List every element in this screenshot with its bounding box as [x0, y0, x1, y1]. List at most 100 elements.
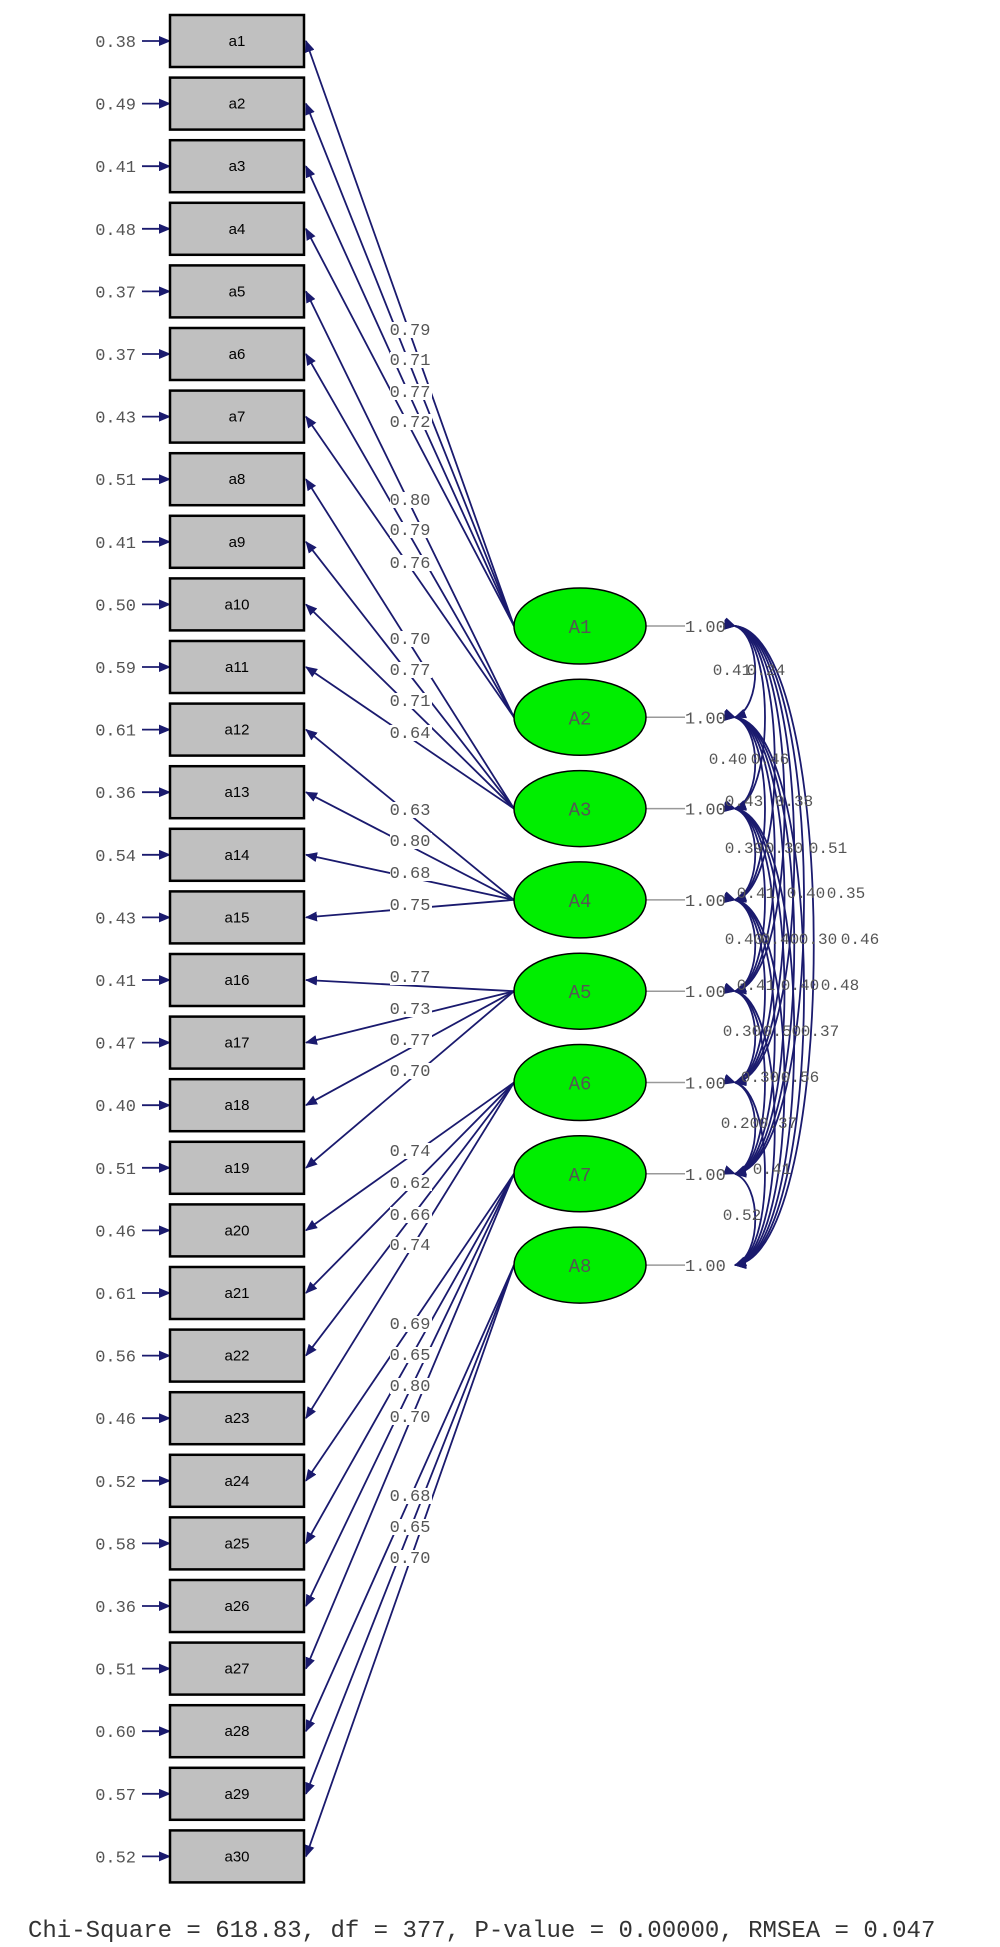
loading-value-A7-a26: 0.80 [390, 1378, 431, 1397]
indicator-label-a23: a23 [224, 1410, 249, 1427]
indicator-box-a13 [168, 764, 306, 820]
loading-label-bg [390, 414, 432, 430]
latent-label-A7: A7 [569, 1165, 592, 1187]
covariance-arc-A1-A5 [723, 619, 786, 995]
loading-label-bg [390, 1175, 432, 1191]
covariance-value: 0.48 [821, 977, 859, 995]
loading-value-A8-a29: 0.65 [390, 1519, 431, 1538]
covariance-arc-A6-A8 [723, 1074, 766, 1268]
indicator-box-a9 [168, 514, 306, 570]
loading-value-A7-a27: 0.70 [390, 1409, 431, 1428]
loading-label-bg [390, 522, 432, 538]
error-variance-a21: 0.61 [95, 1286, 136, 1305]
indicator-label-a29: a29 [224, 1786, 249, 1803]
covariance-value: 0.41 [737, 977, 775, 995]
indicator-box-a18 [168, 1077, 306, 1133]
loading-label-bg [390, 1143, 432, 1159]
covariance-arc-A5-A8 [723, 984, 776, 1268]
error-variance-a24: 0.52 [95, 1474, 136, 1493]
indicator-label-a3: a3 [229, 158, 246, 175]
covariance-value: 0.46 [751, 751, 789, 769]
loading-label-bg [390, 662, 432, 678]
indicator-label-a6: a6 [229, 346, 246, 363]
indicator-label-a19: a19 [224, 1160, 249, 1177]
covariance-arc-A3-A7 [723, 801, 786, 1178]
error-variance-a23: 0.46 [95, 1411, 136, 1430]
indicator-label-a5: a5 [229, 283, 246, 300]
loading-value-A4-a13: 0.80 [390, 833, 431, 852]
error-variance-a11: 0.59 [95, 660, 136, 679]
latent-factor-A4 [513, 861, 647, 939]
indicator-box-a11 [168, 639, 306, 695]
covariance-value: 0.56 [781, 1069, 819, 1087]
loading-label-bg [390, 802, 432, 818]
covariance-arc-A4-A8 [723, 893, 786, 1269]
loading-value-A8-a28: 0.68 [390, 1488, 431, 1507]
covariance-arc-A2-A5 [723, 710, 776, 995]
indicator-box-a26 [168, 1578, 306, 1634]
indicator-label-a18: a18 [224, 1097, 249, 1114]
loading-value-A6-a20: 0.74 [390, 1143, 431, 1162]
covariance-arc-A7-A8 [722, 1165, 757, 1266]
latent-label-A1: A1 [569, 617, 592, 639]
loading-value-A5-a16: 0.77 [390, 969, 431, 988]
covariance-value: 0.39 [725, 840, 763, 858]
loading-value-A2-a5: 0.80 [390, 492, 431, 511]
latent-factor-A8 [513, 1226, 647, 1304]
covariance-value: 0.37 [759, 1115, 797, 1133]
covariance-arc-A2-A6 [723, 710, 786, 1086]
covariance-value: 0.41 [753, 1161, 791, 1179]
error-variance-a10: 0.50 [95, 597, 136, 616]
loading-label-bg [390, 492, 432, 508]
covariance-arc-A4-A7 [723, 892, 776, 1177]
latent-variance-A5: 1.00 [685, 984, 726, 1003]
covariance-value: 0.30 [741, 1069, 779, 1087]
indicator-box-a24 [168, 1453, 306, 1509]
error-variance-a17: 0.47 [95, 1036, 136, 1055]
loading-value-A2-a7: 0.76 [390, 555, 431, 574]
covariance-value: 0.43 [725, 793, 763, 811]
indicator-box-a2 [168, 76, 306, 131]
indicator-label-a27: a27 [224, 1661, 249, 1678]
error-variance-a22: 0.56 [95, 1349, 136, 1368]
loading-label-bg [390, 969, 432, 985]
loading-label-bg [390, 1550, 432, 1566]
latent-label-A6: A6 [569, 1074, 592, 1096]
indicator-box-a27 [168, 1641, 306, 1696]
error-variance-a4: 0.48 [95, 222, 136, 241]
indicator-box-a16 [168, 952, 306, 1008]
loading-label-bg [390, 352, 432, 368]
loading-path-A5-a19 [305, 990, 515, 1169]
error-variance-a30: 0.52 [95, 1849, 136, 1868]
loading-value-A6-a22: 0.66 [390, 1207, 431, 1226]
loading-path-A5-a18 [305, 990, 515, 1106]
indicator-box-a17 [168, 1015, 306, 1070]
error-variance-a29: 0.57 [95, 1787, 136, 1806]
indicator-label-a26: a26 [224, 1598, 249, 1615]
latent-factor-A2 [513, 678, 647, 757]
latent-factor-A3 [513, 769, 647, 848]
covariance-arc-A3-A6 [723, 801, 776, 1086]
error-variance-a12: 0.61 [95, 723, 136, 742]
indicator-box-a8 [168, 451, 306, 507]
latent-variance-A2: 1.00 [685, 710, 726, 729]
covariance-value: 0.40 [725, 931, 763, 949]
loading-label-bg [390, 1519, 432, 1535]
indicator-label-a1: a1 [229, 33, 246, 50]
latent-label-A8: A8 [569, 1256, 592, 1278]
error-variance-a25: 0.58 [95, 1536, 136, 1555]
indicator-box-a14 [168, 827, 306, 883]
covariance-layer [722, 617, 815, 1269]
error-variance-a28: 0.60 [95, 1724, 136, 1743]
covariance-arc-A5-A7 [723, 983, 766, 1176]
latent-variance-A1: 1.00 [685, 619, 726, 638]
indicator-label-a24: a24 [224, 1473, 249, 1490]
latent-label-A3: A3 [569, 800, 592, 822]
covariance-arc-A3-A5 [723, 801, 766, 994]
loading-value-A7-a25: 0.65 [390, 1347, 431, 1366]
error-variance-a15: 0.43 [95, 910, 136, 929]
latent-label-A2: A2 [569, 708, 592, 730]
indicator-box-a28 [168, 1703, 306, 1759]
latent-variance-A6: 1.00 [685, 1076, 726, 1095]
